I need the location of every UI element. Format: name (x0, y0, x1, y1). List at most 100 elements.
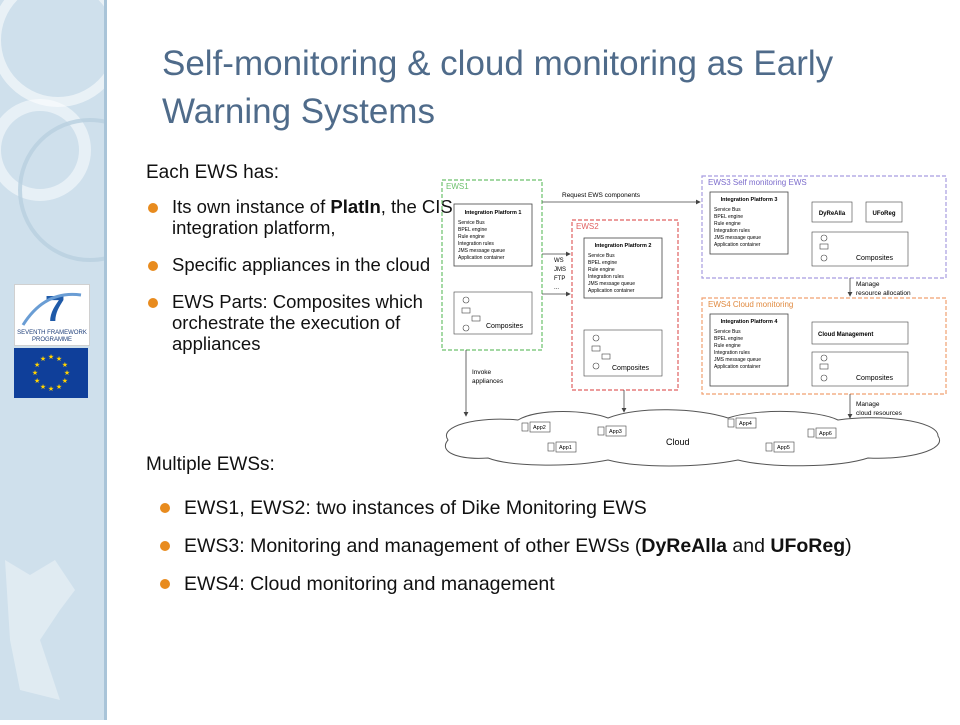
ip4-box (709, 313, 789, 387)
ip3-box (709, 191, 789, 255)
eu-star-icon: ★ (34, 361, 40, 369)
ews1-composites-label: Composites (486, 323, 523, 330)
ip-item: Application container (714, 364, 761, 370)
ews4-label: EWS4 Cloud monitoring (708, 300, 793, 309)
ip-item: BPEL engine (714, 336, 743, 342)
cloud-mgmt-box (811, 321, 909, 345)
eu-star-icon: ★ (62, 361, 68, 369)
ip1-label: Integration Platform 1 (465, 210, 522, 216)
ip-item: Service Bus (714, 329, 741, 335)
ip-item: Integration rules (458, 241, 494, 247)
ip-item: Integration rules (714, 350, 750, 356)
cloud-shape (445, 409, 941, 467)
list-item: EWS3: Monitoring and management of other… (158, 534, 960, 558)
app-icon (521, 422, 529, 432)
protocol-ws: WS (554, 258, 564, 264)
dyrealla-label: DyReAlla (819, 211, 846, 217)
invoke-line1: Invoke (472, 369, 492, 376)
invoke-line2: appliances (472, 378, 504, 385)
app-box (555, 441, 577, 453)
app-box (529, 421, 551, 433)
ip-item: BPEL engine (458, 227, 487, 233)
ip-item: JMS message queue (714, 235, 761, 241)
ip-item: Integration rules (588, 274, 624, 280)
manage-cloud-line1: Manage (856, 401, 880, 408)
fp7-line1: SEVENTH FRAMEWORK (17, 330, 87, 336)
ews2-label: EWS2 (576, 222, 599, 231)
list-item: Its own instance of PlatIn, the CIS inte… (146, 196, 462, 238)
manage-alloc-line1: Manage (856, 281, 880, 288)
manage-alloc-line2: resource allocation (856, 290, 911, 297)
bottom-bullet-list: EWS1, EWS2: two instances of Dike Monito… (158, 496, 960, 610)
fp7-line2: PROGRAMME (32, 337, 72, 343)
ews1-box (441, 179, 543, 351)
eu-star-icon: ★ (32, 369, 38, 377)
ip1-box (453, 203, 533, 267)
ip-item: Application container (588, 288, 635, 294)
app-icon (807, 428, 815, 438)
ews3-composites-box (811, 231, 909, 267)
ews3-composites-label: Composites (856, 255, 893, 262)
ip-item: Application container (714, 242, 761, 248)
ews3-label: EWS3 Self monitoring EWS (708, 178, 807, 187)
ip3-label: Integration Platform 3 (721, 197, 778, 203)
app-label: App1 (559, 445, 572, 451)
ip4-label: Integration Platform 4 (721, 319, 779, 325)
ip-item: Rule engine (714, 343, 741, 349)
list-item: EWS Parts: Composites which orchestrate … (146, 291, 462, 354)
manage-cloud-line2: cloud resources (856, 410, 903, 417)
protocol-jms: JMS (554, 267, 566, 273)
cloud-mgmt-label: Cloud Management (818, 332, 873, 338)
ip2-box (583, 237, 663, 299)
ip-item: JMS message queue (458, 248, 505, 254)
ews4-box (701, 297, 947, 395)
eu-flag-logo: ★★★★★★★★★★★★ (14, 348, 88, 398)
ip-item: Rule engine (714, 221, 741, 227)
ews-architecture-diagram: EWS1 Integration Platform 1 Service BusB… (441, 175, 947, 467)
app-label: App3 (609, 429, 622, 435)
protocol-ftp: FTP (554, 276, 565, 282)
app-label: App4 (739, 421, 752, 427)
app-icon (727, 418, 735, 428)
ews1-label: EWS1 (446, 182, 469, 191)
eu-star-icon: ★ (40, 383, 46, 391)
ip-item: JMS message queue (588, 281, 635, 287)
list-item: Specific appliances in the cloud (146, 254, 462, 275)
ip-item: BPEL engine (714, 214, 743, 220)
app-label: App2 (533, 425, 546, 431)
app-icon (597, 426, 605, 436)
ip-item: Integration rules (714, 228, 750, 234)
ews3-box (701, 175, 947, 279)
intro-text: Each EWS has: (146, 162, 280, 183)
slide-title: Self-monitoring & cloud monitoring as Ea… (162, 44, 834, 131)
eu-star-icon: ★ (48, 385, 54, 393)
cloud-label: Cloud (666, 437, 690, 447)
ews4-composites-label: Composites (856, 375, 893, 382)
ip-item: Service Bus (588, 253, 615, 259)
protocol-more: ... (554, 285, 559, 291)
app-icon (765, 442, 773, 452)
app-box (815, 427, 837, 439)
left-bullet-list: Its own instance of PlatIn, the CIS inte… (146, 196, 462, 370)
ip-item: BPEL engine (588, 260, 617, 266)
ip-item: Rule engine (458, 234, 485, 240)
request-label: Request EWS components (562, 192, 641, 199)
app-label: App5 (777, 445, 790, 451)
ip-item: Application container (458, 255, 505, 261)
app-label: App6 (819, 431, 832, 437)
eu-star-icon: ★ (48, 353, 54, 361)
uforeg-label: UFoReg (873, 211, 896, 217)
ip-item: Service Bus (714, 207, 741, 213)
eu-star-icon: ★ (56, 383, 62, 391)
list-item: EWS4: Cloud monitoring and management (158, 572, 960, 596)
multiple-ews-label: Multiple EWSs: (146, 454, 275, 475)
app-box (773, 441, 795, 453)
eu-star-icon: ★ (64, 369, 70, 377)
list-item: EWS1, EWS2: two instances of Dike Monito… (158, 496, 960, 520)
ews2-composites-label: Composites (612, 365, 649, 372)
eu-star-icon: ★ (40, 355, 46, 363)
app-icon (547, 442, 555, 452)
app-box (735, 417, 757, 429)
eu-star-icon: ★ (56, 355, 62, 363)
fp7-logo: 7 SEVENTH FRAMEWORK PROGRAMME (14, 284, 90, 346)
